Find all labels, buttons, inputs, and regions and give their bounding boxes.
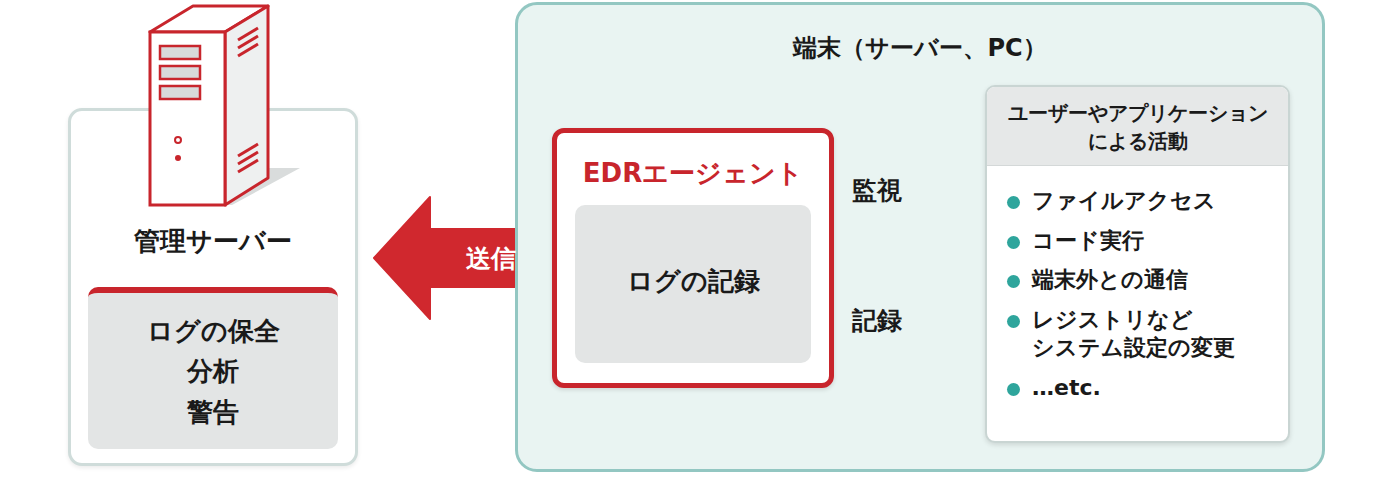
list-item: レジストリなど システム設定の変更 [1032,306,1278,363]
list-item: ファイルアクセス [1032,187,1216,216]
server-front [150,32,225,205]
list-row: コード実行 [1007,227,1278,256]
server-slot [160,46,200,59]
server-vent [238,44,258,56]
server-top [150,6,268,32]
list-item: 端末外との通信 [1032,266,1188,295]
bullet-dot [1007,275,1020,288]
list-row: レジストリなど システム設定の変更 [1007,306,1278,363]
arrow-label: 監視 [852,174,902,207]
bullet-dot [1007,196,1020,209]
server-slot [160,86,200,99]
list-item: コード実行 [1032,227,1144,256]
arrow-label: 記録 [852,304,902,337]
node-label: ログの記録 [627,263,760,299]
text-holder: 管理サーバー [71,223,355,259]
header-band: ユーザーやアプリケーション による活動 [987,87,1288,166]
server-slot [160,66,200,79]
function-box: ログの保全 分析 警告 [88,287,338,449]
list-row: …etc. [1007,374,1278,403]
text-holder: ログの保全 分析 警告 [88,311,338,432]
server-vent [238,160,258,172]
text-holder: 端末（サーバー、PC） [518,32,1322,66]
item-list: ファイルアクセスコード実行端末外との通信レジストリなど システム設定の変更 …et… [1007,187,1278,403]
server-led [175,155,181,161]
list-row: ファイルアクセス [1007,187,1278,216]
server-led [175,137,181,143]
bullet-dot [1007,236,1020,249]
agent-box: ログの記録 EDRエージェント [552,128,834,388]
server-vent [238,36,258,48]
text-holder: EDRエージェント [557,155,829,191]
server-vent [238,28,258,40]
text-holder: ログの記録 [575,263,811,299]
arrow-label: 送信 [466,242,516,275]
node-label: 管理サーバー [134,223,292,259]
server-side [225,6,268,205]
node-label: ログの保全 分析 警告 [128,311,298,432]
list-item: …etc. [1032,374,1101,403]
list-row: 端末外との通信 [1007,266,1278,295]
server-vent [238,144,258,156]
server-box: ログの保全 分析 警告 管理サーバー [68,108,358,466]
node-label: EDRエージェント [583,155,803,191]
server-shadow [160,168,300,205]
terminal-region: ログの記録 EDRエージェント ユーザーやアプリケーション による活動ファイルアクセ… [515,2,1325,472]
activity-box: ユーザーやアプリケーション による活動ファイルアクセスコード実行端末外との通信レ… [985,85,1290,443]
bullet-dot [1007,383,1020,396]
header-label: ユーザーやアプリケーション による活動 [998,99,1278,155]
bullet-dot [1007,315,1020,328]
log-box: ログの記録 [575,205,811,363]
node-label: 端末（サーバー、PC） [793,32,1046,66]
server-vent [238,152,258,164]
